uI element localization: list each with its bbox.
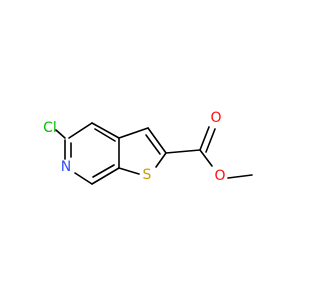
structure-canvas: Cl N S O O bbox=[43, 110, 253, 185]
chlorine-label: Cl bbox=[43, 120, 57, 136]
molecule-drawing: Cl N S O O bbox=[43, 110, 253, 185]
bond-c5-cl bbox=[55, 129, 66, 139]
bond-c4-c3a bbox=[91, 122, 120, 139]
bond-c2-ccarbonyl bbox=[165, 149, 201, 154]
bond-c5-c4 bbox=[68, 122, 93, 139]
nitrogen-label: N bbox=[61, 159, 71, 175]
bond-c-o-double-b bbox=[205, 128, 216, 153]
bond-c4-c3a-inner bbox=[94, 128, 116, 142]
sulfur-label: S bbox=[143, 167, 152, 183]
bond-c7-n6 bbox=[74, 172, 93, 185]
bond-c3-c2-inner bbox=[145, 134, 161, 155]
bond-c2-s1 bbox=[155, 152, 167, 168]
carbonyl-oxygen-label: O bbox=[210, 110, 221, 126]
bond-c7a-c7 bbox=[91, 167, 120, 185]
ester-oxygen-label: O bbox=[214, 168, 225, 184]
bond-c3-c2 bbox=[147, 127, 167, 154]
bond-c-o-double-a bbox=[199, 126, 210, 151]
bond-o-methyl bbox=[227, 174, 253, 179]
bond-c7a-c7-inner bbox=[92, 164, 115, 178]
bond-s1-c7a bbox=[118, 167, 140, 175]
bond-c3a-c3 bbox=[118, 127, 149, 139]
bond-c-o-single bbox=[199, 149, 213, 167]
